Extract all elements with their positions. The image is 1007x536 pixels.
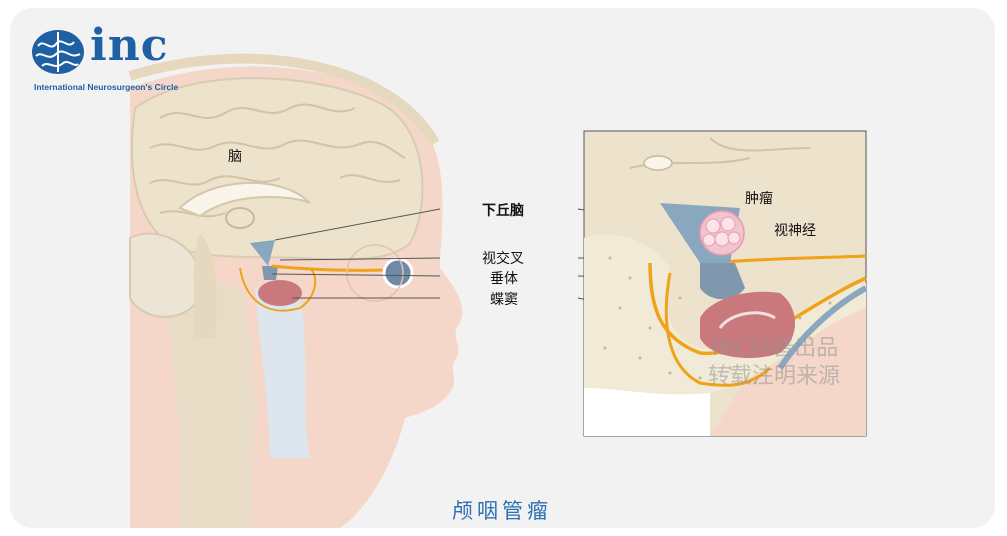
brain-logo-icon: [32, 30, 84, 74]
label-optic-chiasm: 视交叉: [482, 251, 524, 267]
zoom-skull-base: [584, 234, 866, 395]
zoom-sphenoid-sinus: [700, 291, 795, 358]
label-pituitary: 垂体: [490, 271, 518, 287]
sphenoid-sinus-small: [258, 280, 302, 306]
spinal-column: [160, 268, 255, 528]
zoom-panel: [583, 130, 868, 437]
eye: [382, 257, 414, 289]
illustration-card: inc International Neurosurgeon's Circle …: [10, 8, 995, 528]
inc-logo: inc International Neurosurgeon's Circle: [30, 20, 200, 106]
hypothalamus-small: [250, 240, 275, 266]
label-optic-nerve: 视神经: [774, 223, 816, 239]
label-sphenoid-sinus: 蝶窦: [490, 292, 518, 308]
skull-outline: [128, 53, 440, 146]
zoom-dura-lower: [664, 272, 772, 387]
eye-socket-outline: [346, 244, 404, 302]
zoom-skin-region: [710, 308, 866, 436]
skull-base-small: [239, 267, 317, 312]
tumor: [699, 210, 745, 256]
figure-title: 颅咽管瘤: [452, 499, 552, 523]
thalamus: [225, 207, 255, 229]
zoom-ventricle: [643, 155, 673, 171]
label-tumor: 肿瘤: [745, 191, 773, 207]
brand-subtitle: International Neurosurgeon's Circle: [34, 82, 179, 92]
zoom-pituitary: [700, 263, 745, 300]
brand-name: inc: [90, 20, 169, 71]
zoom-dura: [648, 262, 867, 356]
watermark-line1: INC科普出品: [712, 336, 839, 361]
label-brain: 脑: [228, 149, 242, 165]
zoom-brain-fold: [629, 137, 811, 169]
zoom-optic-nerve: [709, 254, 867, 265]
label-hypothalamus: 下丘脑: [482, 203, 524, 219]
watermark-line2: 转载注明来源: [708, 364, 841, 389]
brain-gyri: [149, 103, 406, 218]
optic-nerve-small: [271, 264, 391, 272]
brainstem: [193, 233, 217, 338]
zoom-sinus-inner: [718, 311, 776, 329]
anatomy-diagram: [128, 53, 868, 528]
nasal-airway: [255, 288, 310, 458]
zoom-vessel: [777, 285, 868, 370]
callout-lines-left: [271, 208, 441, 299]
pituitary-small: [262, 266, 278, 280]
corpus-callosum: [178, 181, 311, 218]
